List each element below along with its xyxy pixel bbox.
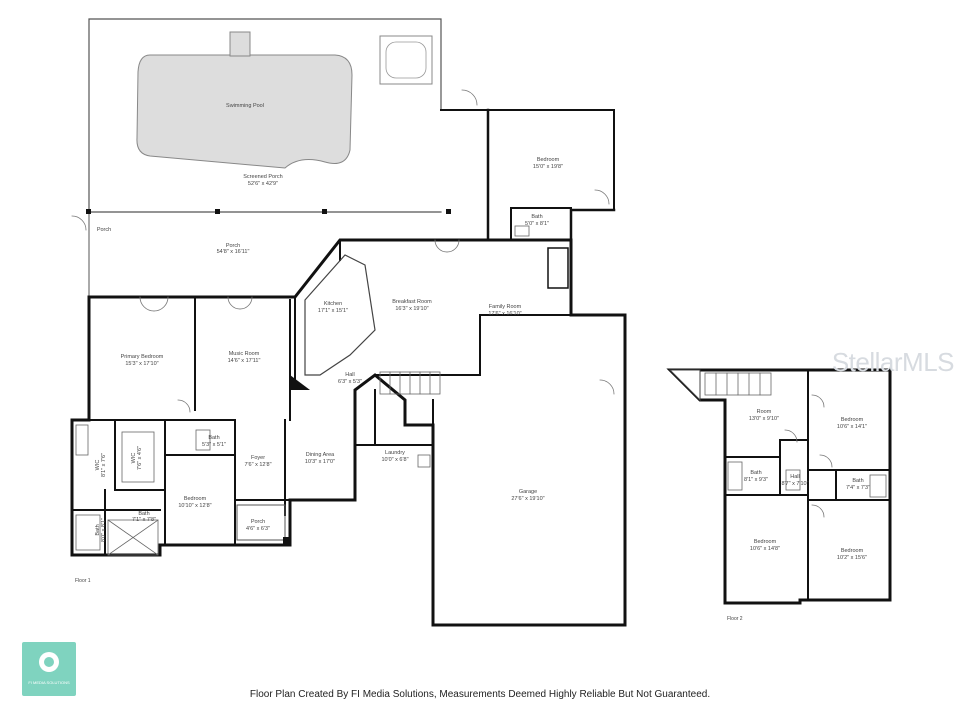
label-hall-dims: 6'3" x 5'3" [338,379,362,385]
label-bath-ne-dims: 5'0" x 8'1" [525,221,549,227]
floor-1-label: Floor 1 [75,578,91,584]
label-dining-name: Dining Area [306,452,335,458]
label-porch-name: Porch [97,227,111,233]
label-dining-dims: 10'3" x 17'0" [305,459,335,465]
bedroom-ne-walls2 [486,108,616,242]
label-primary-bedroom-dims: 15'3" x 17'10" [125,361,158,367]
label-hall-name: Hall [345,372,354,378]
spa-inner [385,41,427,79]
label-garage-dims: 27'6" x 19'10" [511,496,544,502]
label-kitchen-dims: 17'1" x 15'1" [318,308,348,314]
porch-outline [88,211,198,298]
label-bedroom-se2-dims: 10'2" x 15'6" [837,555,867,561]
label-bedroom-ne2-name: Bedroom [841,417,864,423]
label-bedroom-se2-name: Bedroom [841,548,864,554]
company-logo: FI MEDIA SOLUTIONS [22,642,76,696]
label-breakfast-name: Breakfast Room [392,299,432,305]
label-foyer-dims: 7'6" x 12'8" [244,462,271,468]
label-wic2-name: WIC [95,460,101,471]
label-bath-e2-name: Bath [852,478,863,484]
label-laundry-name: Laundry [385,450,405,456]
interior-walls [71,239,572,626]
label-bath-w-dims: 8'0" x 8'1" [101,518,107,542]
columns [86,209,451,545]
stairwell-triangle [668,369,701,402]
label-bath-sw-dims: 7'1" x 7'8" [132,517,156,523]
floor-2-interior-walls [724,369,891,604]
label-bedroom-sw2-dims: 10'6" x 14'8" [750,546,780,552]
label-porch2-name: Porch [226,243,240,249]
main-house-exterior [70,238,627,627]
label-primary-bedroom-name: Primary Bedroom [121,354,164,360]
label-bath-ne-name: Bath [531,214,542,220]
label-bath-w2-name: Bath [750,470,761,476]
label-room-dims: 13'0" x 9'10" [749,416,779,422]
floor-2-label: Floor 2 [727,616,743,622]
label-breakfast-dims: 16'3" x 19'10" [395,306,428,312]
label-wic-dims: 7'6" x 4'6" [137,446,143,470]
bedroom-ne-walls [440,109,615,211]
swimming-pool [136,54,353,169]
label-kitchen-name: Kitchen [324,301,342,307]
label-bedroom-sw-dims: 10'10" x 12'8" [178,503,211,509]
fireplace [547,247,569,289]
logo-icon [39,652,59,672]
label-porch-south-dims: 4'6" x 6'3" [246,526,270,532]
porch-south [236,504,286,541]
floor-2-fixtures [727,461,887,498]
label-bath-sw-name: Bath [138,511,149,517]
label-porch2-dims: 54'8" x 16'11" [217,249,250,255]
label-bedroom-ne2-dims: 10'6" x 14'1" [837,424,867,430]
label-music-room-dims: 14'6" x 17'11" [228,358,261,364]
label-family-room-name: Family Room [489,304,522,310]
label-screened-porch-name: Screened Porch [243,174,282,180]
label-music-room-name: Music Room [229,351,260,357]
label-garage-name: Garage [519,489,537,495]
logo-text: FI MEDIA SOLUTIONS [28,680,70,685]
stairs-floor-2 [704,372,772,396]
floor-2-labels: Room 13'0" x 9'10" Bedroom 10'6" x 14'1"… [727,409,870,622]
kitchen-counter [304,254,376,376]
floor-2 [666,368,892,605]
pool-step [229,31,251,57]
footer-disclaimer: Floor Plan Created By FI Media Solutions… [249,689,711,700]
label-bedroom-sw2-name: Bedroom [754,539,777,545]
label-bath-w-name: Bath [95,524,101,535]
label-pool-name: Swimming Pool [226,103,264,109]
label-bath-e2-dims: 7'4" x 7'3" [846,485,870,491]
stairs-floor-1 [379,371,441,395]
label-foyer-name: Foyer [251,455,265,461]
label-bath-mid-dims: 5'3" x 5'1" [202,442,226,448]
label-bath-w2-dims: 8'1" x 9'3" [744,477,768,483]
label-hall2-name: Hall [790,474,799,480]
label-room-name: Room [757,409,772,415]
label-wic-name: WIC [131,453,137,464]
floor-2-exterior [666,368,892,605]
bath-fixtures-floor-1 [75,225,530,556]
label-bedroom-ne-name: Bedroom [537,157,560,163]
label-screened-porch-dims: 52'6" x 42'9" [248,181,278,187]
label-bath-mid-name: Bath [208,435,219,441]
label-family-room-dims: 17'6" x 16'10" [488,311,521,317]
watermark: StellarMLS [831,347,955,377]
door-swings [71,89,615,413]
floor-2-doors [784,394,833,518]
label-wic2-dims: 8'1" x 7'6" [101,453,107,477]
screened-porch-outline [88,18,442,213]
label-bedroom-sw-name: Bedroom [184,496,207,502]
label-porch-south-name: Porch [251,519,265,525]
label-bedroom-ne-dims: 15'0" x 19'8" [533,164,563,170]
label-hall2-dims: 8'7" x 7'10" [781,481,808,487]
kitchen-black-corner [290,375,310,390]
floor-1-labels: Swimming Pool Screened Porch 52'6" x 42'… [75,103,563,584]
label-laundry-dims: 10'0" x 6'8" [381,457,408,463]
floor-1 [70,18,627,627]
